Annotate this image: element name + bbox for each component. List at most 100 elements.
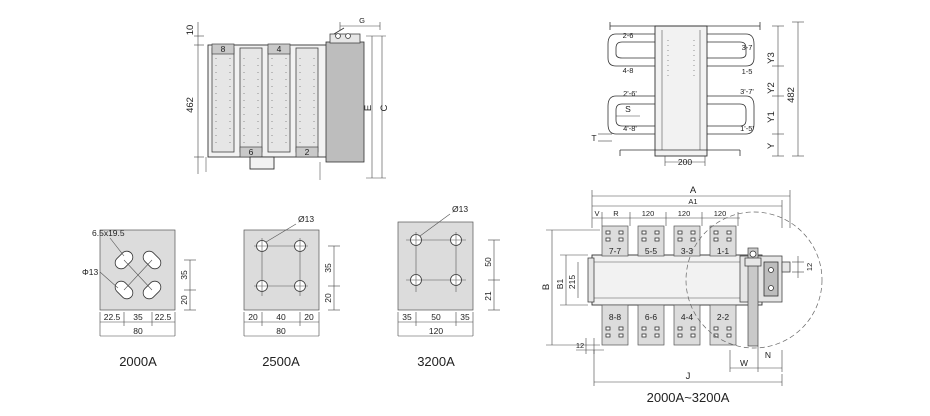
front-top-terminal-right (267, 43, 291, 55)
top-end-plate-left (587, 257, 595, 303)
top-handle-shaft (747, 247, 759, 347)
plate-2000a-dim-35: 35 (179, 270, 189, 280)
front-pole-4 (295, 47, 319, 153)
plate-2000a-dim-right: 22.5 (155, 312, 172, 322)
side-dim-y3: Y3 (766, 52, 777, 64)
top-dim-a: A (690, 185, 697, 196)
front-pole-2 (239, 47, 263, 153)
top-pitch-2: 120 (678, 209, 691, 218)
plate-2000a-body (99, 229, 176, 311)
side-view: 2-6 4-8 2'-6' 4'-8' 3-7 1-5 3'-7' 1'-5' … (591, 21, 804, 167)
plate-2500a-dim-mid: 40 (276, 312, 286, 322)
front-label-4: 4 (277, 44, 282, 54)
side-dim-200: 200 (678, 157, 692, 167)
top-dim-215: 215 (567, 275, 577, 289)
side-dim-482: 482 (786, 87, 797, 103)
handle-swing-arc (685, 211, 823, 349)
plate-2000a-dia-label: Φ13 (82, 267, 99, 277)
plate-3200a: Ø13 50 21 35 50 35 120 3200A (397, 204, 500, 369)
bottom-label-6-6: 6-6 (645, 312, 658, 322)
side-dim-y: Y (766, 142, 777, 149)
side-dim-y1: Y1 (766, 111, 777, 123)
bottom-label-8-8: 8-8 (609, 312, 622, 322)
side-label-1-5: 1-5 (742, 67, 753, 76)
front-pole-1 (211, 47, 235, 153)
side-label-4-8: 4-8 (623, 66, 634, 75)
top-terminal-holes (605, 230, 732, 242)
plate-2500a-dim-20: 20 (323, 293, 333, 303)
side-bus-right-lower-outer (707, 95, 755, 135)
top-body (591, 254, 763, 306)
top-label-5-5: 5-5 (645, 246, 658, 256)
front-view: 8 4 6 2 10 462 E C G (185, 16, 390, 180)
plate-2500a-dim-left: 20 (248, 312, 258, 322)
plate-2000a-dim-mid: 35 (133, 312, 143, 322)
side-bus-left-upper-outer (607, 33, 655, 67)
plate-2500a-body (243, 229, 320, 311)
plate-2000a-dim-total: 80 (133, 326, 143, 336)
plate-2000a-dim-20: 20 (179, 295, 189, 305)
plate-2500a: Ø13 35 20 20 40 20 80 2500A (243, 214, 340, 369)
bottom-terminal-4-4 (673, 304, 701, 346)
bottom-label-4-4: 4-4 (681, 312, 694, 322)
side-dim-s: S (625, 104, 631, 114)
plate-2000a: 6.5x19.5 Φ13 35 20 22.5 35 22.5 80 2000A (82, 228, 196, 369)
plate-3200a-dim-total: 120 (429, 326, 443, 336)
front-pole-3 (267, 47, 291, 153)
bottom-label-2-2: 2-2 (717, 312, 730, 322)
plate-2500a-dim-right: 20 (304, 312, 314, 322)
front-dim-c: C (379, 104, 390, 111)
plate-2500a-dim-total: 80 (276, 326, 286, 336)
bottom-terminal-6-6 (637, 304, 665, 346)
side-label-4p-8p: 4'-8' (623, 124, 637, 133)
top-view: A A1 V R 120 120 120 (541, 185, 823, 405)
plate-2500a-dim-35: 35 (323, 263, 333, 273)
side-label-3-7: 3-7 (742, 43, 753, 52)
plate-2000a-dim-left: 22.5 (104, 312, 121, 322)
plate-3200a-dim-right: 35 (460, 312, 470, 322)
front-label-8: 8 (221, 44, 226, 54)
plate-3200a-body (397, 221, 474, 311)
plate-3200a-dia-label: Ø13 (452, 204, 468, 214)
front-label-6: 6 (249, 147, 254, 157)
top-view-caption: 2000A~3200A (647, 390, 730, 405)
front-base-foot (249, 156, 275, 170)
top-dim-b1: B1 (555, 279, 565, 290)
front-rivets (215, 58, 315, 146)
side-dim-t: T (591, 133, 596, 143)
top-label-3-3: 3-3 (681, 246, 694, 256)
top-dim-v: V (594, 209, 599, 218)
side-label-2-6: 2-6 (623, 31, 634, 40)
bottom-terminal-2-2 (709, 304, 737, 346)
side-dim-y2: Y2 (766, 82, 777, 94)
bottom-terminal-holes (605, 326, 732, 338)
front-dim-10: 10 (185, 25, 196, 36)
plate-3200a-dim-50: 50 (483, 257, 493, 267)
top-pitch-1: 120 (642, 209, 655, 218)
bottom-terminal-8-8 (601, 304, 629, 346)
top-dim-a1: A1 (688, 197, 697, 206)
side-label-1p-5p: 1'-5' (740, 124, 754, 133)
side-bus-right-upper-outer (707, 33, 755, 67)
plate-2000a-caption: 2000A (119, 354, 157, 369)
plate-2500a-caption: 2500A (262, 354, 300, 369)
front-label-2: 2 (305, 147, 310, 157)
top-dim-12-right: 12 (805, 263, 814, 271)
front-bottom-terminal-right (295, 146, 319, 158)
top-dim-r: R (613, 209, 619, 218)
side-body (654, 25, 708, 157)
top-dim-j: J (686, 371, 691, 382)
side-bus-left-lower-outer (607, 95, 655, 135)
top-dim-w: W (740, 358, 748, 368)
plate-3200a-dim-21: 21 (483, 291, 493, 301)
front-dim-g: G (359, 16, 365, 25)
plate-3200a-dim-mid: 50 (431, 312, 441, 322)
top-dim-b: B (541, 284, 552, 290)
plate-2500a-dia-label: Ø13 (298, 214, 314, 224)
front-dim-462: 462 (185, 97, 196, 113)
top-pitch-3: 120 (714, 209, 727, 218)
front-mechanism (325, 41, 365, 163)
side-rivets (667, 40, 695, 80)
front-dim-e: E (363, 105, 374, 111)
